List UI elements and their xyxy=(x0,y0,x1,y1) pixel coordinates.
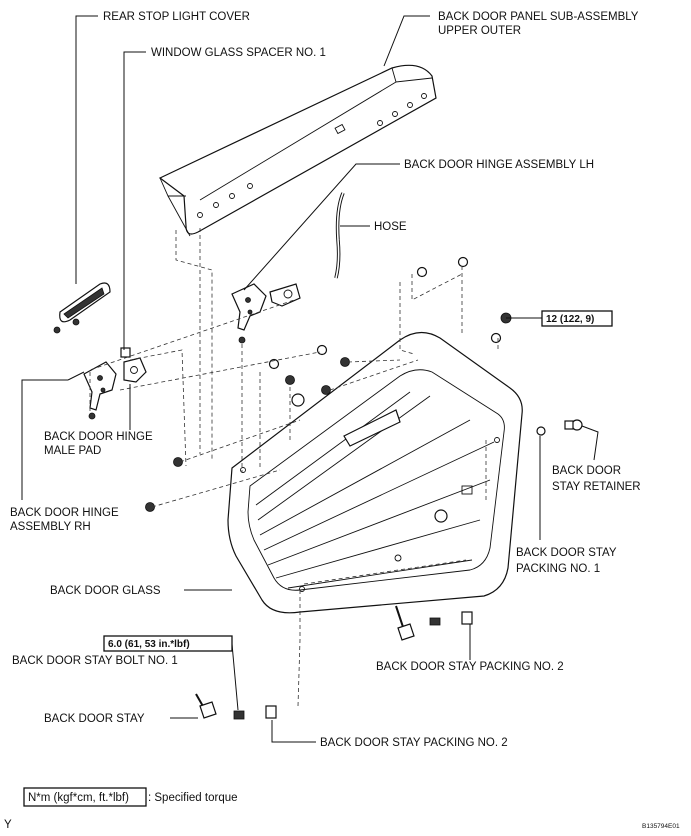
alignment-lines xyxy=(89,228,499,707)
torque-box-stay-bolt: 6.0 (61, 53 in.*lbf) xyxy=(103,635,233,652)
label-rear-stop-light-cover: REAR STOP LIGHT COVER xyxy=(103,11,250,23)
label-stay-bolt: BACK DOOR STAY BOLT NO. 1 xyxy=(12,655,178,667)
torque-stay-bolt-value: 6.0 (61, 53 in.*lbf) xyxy=(108,639,190,650)
back-door-stay-retainer-part xyxy=(564,419,583,431)
label-back-door-panel-line1: BACK DOOR PANEL SUB-ASSEMBLY xyxy=(438,11,639,23)
label-window-glass-spacer: WINDOW GLASS SPACER NO. 1 xyxy=(151,47,326,59)
label-hose: HOSE xyxy=(374,221,407,233)
rear-stop-light-cover-part xyxy=(53,282,111,334)
label-hinge-rh-line2: ASSEMBLY RH xyxy=(10,521,91,533)
leader-lines xyxy=(21,15,599,743)
back-door-hinge-male-pad-part xyxy=(120,347,147,383)
back-door-panel-upper-outer-part xyxy=(158,64,437,237)
back-door-hinge-lh-part xyxy=(231,283,301,344)
label-stay-packing-1-line1: BACK DOOR STAY xyxy=(516,547,617,559)
label-stay-packing-2-a: BACK DOOR STAY PACKING NO. 2 xyxy=(376,661,564,673)
torque-hinge-value: 12 (122, 9) xyxy=(546,314,594,325)
legend-unit-box: N*m (kgf*cm, ft.*lbf) xyxy=(28,792,129,804)
legend-description: : Specified torque xyxy=(148,792,238,804)
back-door-hinge-rh-part xyxy=(83,361,117,420)
label-stay-packing-2-b: BACK DOOR STAY PACKING NO. 2 xyxy=(320,737,508,749)
hose-part xyxy=(334,192,345,279)
label-stay-retainer-line1: BACK DOOR xyxy=(552,465,621,477)
label-hinge-male-pad-line1: BACK DOOR HINGE xyxy=(44,431,153,443)
torque-box-hinge: 12 (122, 9) xyxy=(541,310,613,327)
corner-mark: Y xyxy=(4,819,12,831)
label-stay-retainer-line2: STAY RETAINER xyxy=(552,481,641,493)
back-door-stay-upper-part xyxy=(395,605,473,641)
label-hinge-lh: BACK DOOR HINGE ASSEMBLY LH xyxy=(404,159,594,171)
label-back-door-glass: BACK DOOR GLASS xyxy=(50,585,161,597)
legend: N*m (kgf*cm, ft.*lbf) : Specified torque xyxy=(23,787,238,807)
label-hinge-rh-line1: BACK DOOR HINGE xyxy=(10,507,119,519)
label-back-door-stay: BACK DOOR STAY xyxy=(44,713,145,725)
label-stay-packing-1-line2: PACKING NO. 1 xyxy=(516,563,600,575)
back-door-glass-part xyxy=(227,331,523,614)
back-door-stay-lower-part xyxy=(195,693,277,720)
figure-code: B135794E01 xyxy=(642,823,680,830)
label-hinge-male-pad-line2: MALE PAD xyxy=(44,445,101,457)
label-back-door-panel-line2: UPPER OUTER xyxy=(438,25,521,37)
